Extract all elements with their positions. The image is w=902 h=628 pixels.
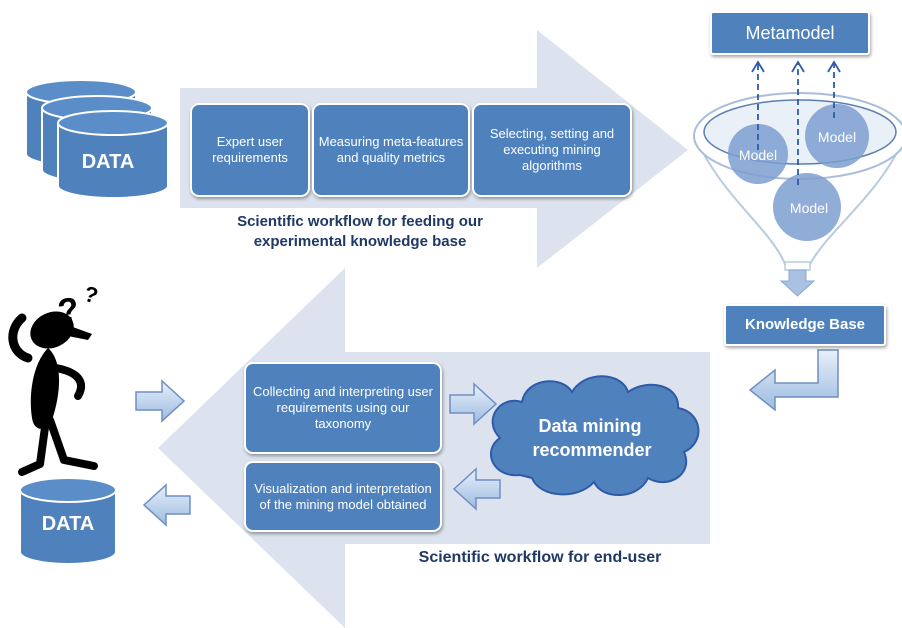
funnel-down-arrow <box>779 269 816 297</box>
kb-to-recommender-arrow <box>748 349 839 412</box>
data-label-top: DATA <box>82 151 135 173</box>
workflow-to-data-arrow <box>142 483 191 527</box>
model-label-2: Model <box>818 129 856 145</box>
model-label-1: Model <box>739 147 777 163</box>
knowledge-base-box: Knowledge Base <box>724 304 886 346</box>
user-to-workflow-arrow <box>135 379 186 423</box>
step-selecting-executing-algorithms: Selecting, setting and executing mining … <box>472 103 632 197</box>
data-label-bottom: DATA <box>42 513 95 535</box>
step-collecting-requirements: Collecting and interpreting user require… <box>244 362 442 454</box>
top-workflow-caption: Scientific workflow for feeding our expe… <box>180 212 540 252</box>
bottom-workflow-caption: Scientific workflow for end-user <box>418 549 662 566</box>
recommender-label-line1: Data mining <box>538 416 641 436</box>
step-visualization: Visualization and interpretation of the … <box>244 461 442 532</box>
recommender-label-line2: recommender <box>532 440 651 460</box>
metamodel-box: Metamodel <box>710 11 870 55</box>
confused-user-icon: ? ? <box>8 281 101 476</box>
model-label-3: Model <box>790 200 828 216</box>
top-caption-line1: Scientific workflow for feeding our <box>237 213 483 230</box>
model-circles <box>728 104 869 241</box>
data-cylinder-stack-icon <box>25 79 169 199</box>
top-caption-line2: experimental knowledge base <box>253 233 467 250</box>
data-cylinder-icon <box>19 477 117 565</box>
recommender-cloud <box>489 375 700 496</box>
step-measuring-meta-features: Measuring meta-features and quality metr… <box>312 103 470 197</box>
collect-to-recommender-arrow <box>449 382 498 426</box>
dashed-up-arrows <box>751 60 841 185</box>
svg-text:?: ? <box>81 281 100 309</box>
recommender-to-visualization-arrow <box>452 467 501 511</box>
step-expert-user-requirements: Expert user requirements <box>190 103 310 197</box>
